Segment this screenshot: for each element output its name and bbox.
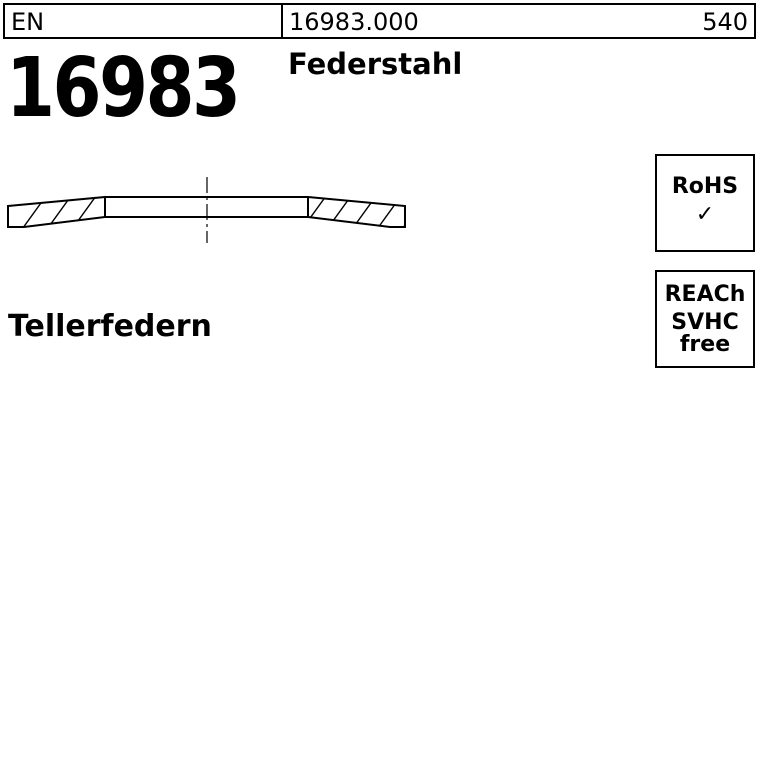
reach-badge: REACh SVHC free xyxy=(655,270,755,368)
standard-prefix: EN xyxy=(11,8,45,36)
rohs-badge: RoHS ✓ xyxy=(655,154,755,252)
article-number: 16983.000 xyxy=(289,8,419,36)
checkmark-icon: ✓ xyxy=(695,202,715,227)
product-title: Tellerfedern xyxy=(8,309,212,344)
header-divider xyxy=(281,5,283,37)
material-label: Federstahl xyxy=(288,47,463,81)
header-bar: EN 16983.000 540 xyxy=(3,3,756,39)
rohs-label: RoHS xyxy=(671,174,739,199)
disc-spring-cross-section-drawing xyxy=(7,177,406,243)
reach-label: REACh xyxy=(664,282,746,307)
standard-number: 16983 xyxy=(6,41,241,136)
page-number: 540 xyxy=(702,8,748,36)
svhc-label: SVHC xyxy=(671,310,739,335)
free-label: free xyxy=(679,332,731,357)
